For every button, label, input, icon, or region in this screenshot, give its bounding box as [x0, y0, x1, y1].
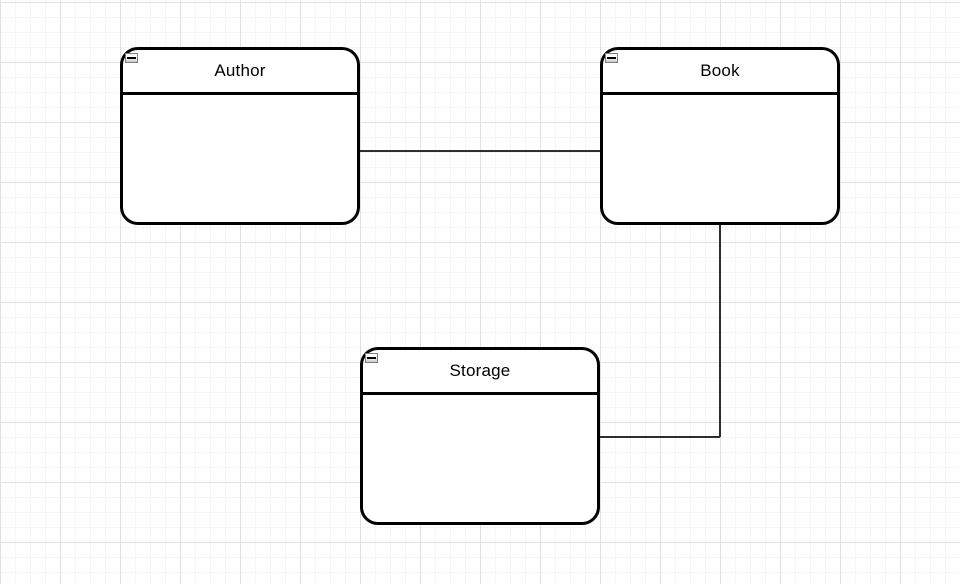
node-book-header[interactable]: Book: [603, 50, 837, 95]
node-author[interactable]: Author: [120, 47, 360, 225]
node-author-header[interactable]: Author: [123, 50, 357, 95]
node-storage[interactable]: Storage: [360, 347, 600, 525]
edge-author-book[interactable]: [360, 150, 600, 152]
collapse-minus-icon[interactable]: [605, 53, 618, 63]
node-title: Storage: [449, 361, 511, 380]
node-storage-body[interactable]: [363, 395, 597, 522]
node-storage-header[interactable]: Storage: [363, 350, 597, 395]
node-book-body[interactable]: [603, 95, 837, 222]
collapse-minus-icon[interactable]: [125, 53, 138, 63]
edge-book-storage-horizontal-segment[interactable]: [600, 436, 720, 438]
node-title: Book: [700, 61, 740, 80]
collapse-minus-icon[interactable]: [365, 353, 378, 363]
node-title: Author: [214, 61, 266, 80]
edge-book-storage-vertical-segment[interactable]: [719, 225, 721, 437]
node-author-body[interactable]: [123, 95, 357, 222]
node-book[interactable]: Book: [600, 47, 840, 225]
